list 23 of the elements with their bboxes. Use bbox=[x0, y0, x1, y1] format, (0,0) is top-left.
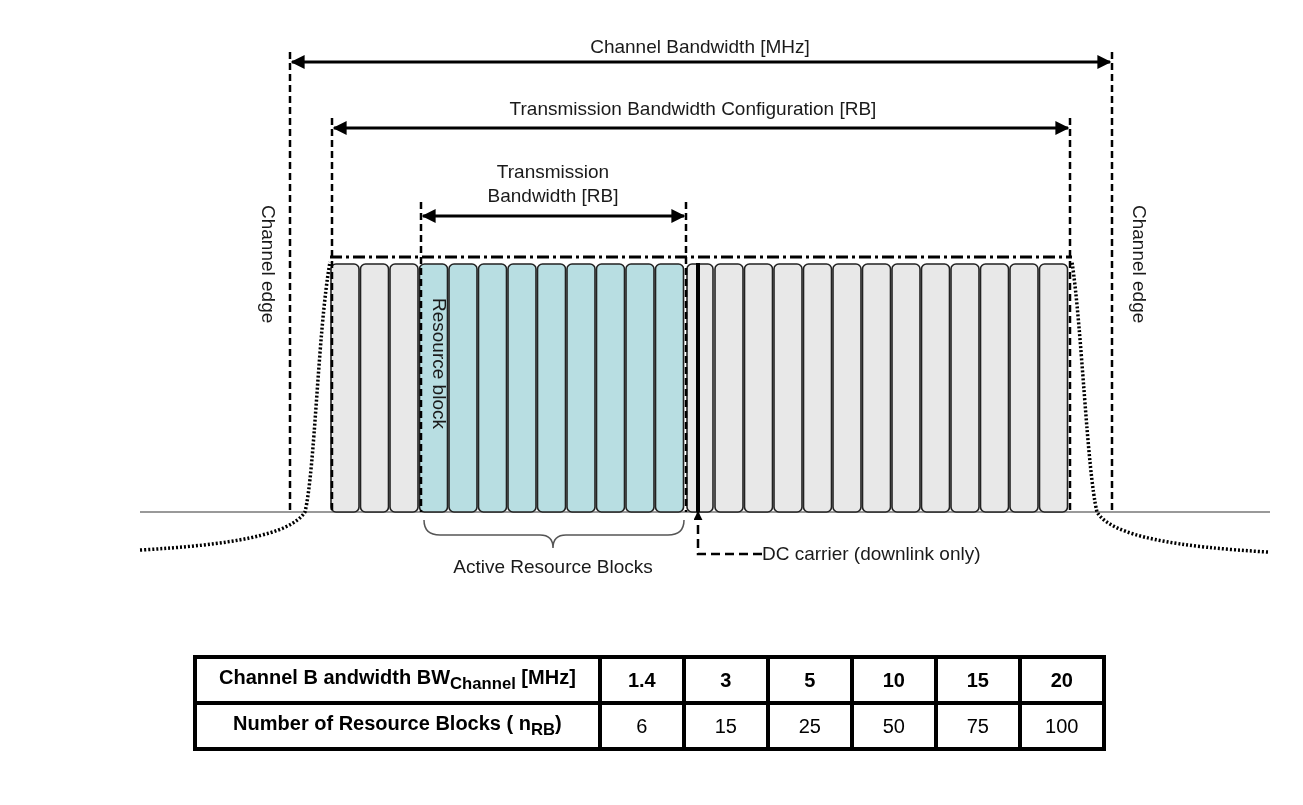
bandwidth-value: 10 bbox=[851, 657, 936, 703]
bandwidth-value: 3 bbox=[683, 657, 768, 703]
bandwidth-value: 20 bbox=[1019, 657, 1104, 703]
rb-count-value: 6 bbox=[599, 703, 684, 749]
rb-count-value: 100 bbox=[1019, 703, 1104, 749]
rotated-label: Channel edge bbox=[1127, 205, 1151, 324]
rb-count-value: 25 bbox=[767, 703, 852, 749]
rb-count-value: 75 bbox=[935, 703, 1020, 749]
brace-label: Active Resource Blocks bbox=[453, 555, 653, 579]
rb-count-value: 15 bbox=[683, 703, 768, 749]
bandwidth-value: 5 bbox=[767, 657, 852, 703]
bandwidth-value: 15 bbox=[935, 657, 1020, 703]
block-label: Resource block bbox=[427, 298, 451, 429]
dimension-label: Channel Bandwidth [MHz] bbox=[590, 35, 810, 59]
dimension-label: Transmission Bandwidth Configuration [RB] bbox=[509, 97, 877, 121]
rb-count-value: 50 bbox=[851, 703, 936, 749]
bandwidth-value: 1.4 bbox=[599, 657, 684, 703]
rotated-label: Channel edge bbox=[256, 205, 280, 324]
leader-label: DC carrier (downlink only) bbox=[762, 542, 981, 566]
row-header: Channel B andwidth BW$_{Channel}$ [MHz] bbox=[195, 657, 600, 703]
dimension-label: Transmission Bandwidth [RB] bbox=[486, 160, 620, 208]
row-header: Number of Resource Blocks ( n$_{RB}$) bbox=[195, 703, 600, 749]
leader-line bbox=[693, 511, 762, 556]
